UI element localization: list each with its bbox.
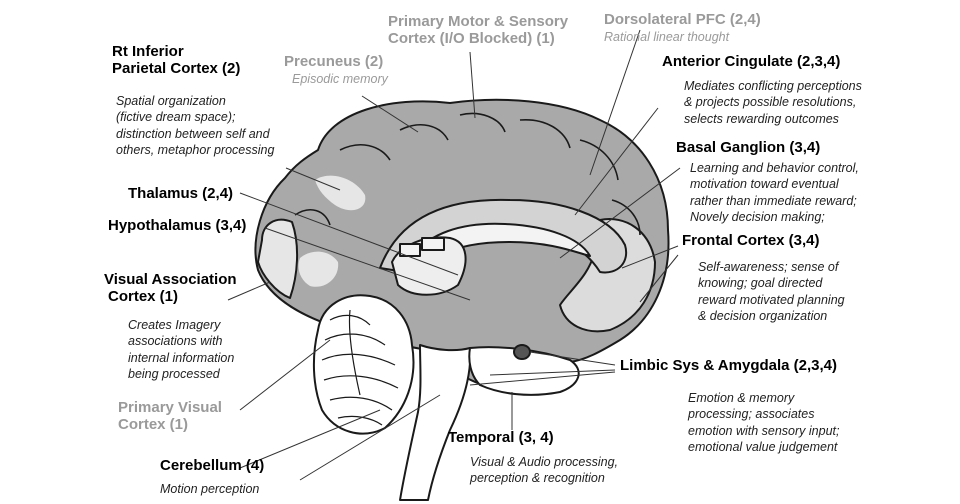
frontal-cortex-label: Frontal Cortex (3,4): [682, 232, 820, 249]
leader-frontal-2: [639, 254, 679, 303]
ventricle-box-2: [421, 237, 445, 251]
limbic-amygdala-label: Limbic Sys & Amygdala (2,3,4): [620, 357, 838, 374]
visual-association-region: [257, 218, 299, 299]
cerebellum-folia: [321, 309, 399, 426]
leader-limbic-3: [469, 371, 616, 386]
leader-visual-assoc: [227, 281, 271, 301]
corpus-callosum: [409, 222, 591, 269]
leader-precuneus: [361, 95, 419, 133]
leader-frontal: [621, 245, 679, 269]
temporal-desc: Visual & Audio processing,perception & r…: [470, 455, 619, 486]
gyri-lines: [294, 112, 641, 321]
basal-ganglion-desc: Learning and behavior control,motivation…: [690, 161, 859, 224]
frontal-lobe: [559, 218, 656, 333]
leader-cerebellum-2: [299, 394, 441, 481]
precuneus-label: Precuneus (2) Episodic memory: [284, 53, 388, 86]
thalamus-label: Thalamus (2,4): [128, 185, 234, 202]
parietal-cortex-desc: Spatial organization(fictive dream space…: [116, 94, 275, 157]
leader-cingulate: [574, 107, 659, 216]
leader-hypothalamus: [264, 227, 471, 301]
parietal-region: [298, 251, 339, 287]
leader-basal: [559, 167, 681, 259]
cerebellum-label: Cerebellum (4) Motion perception: [160, 457, 265, 496]
basal-ganglion-label: Basal Ganglion (3,4): [676, 139, 821, 156]
ventricle-box-1: [399, 243, 421, 257]
anterior-cingulate-label: Anterior Cingulate (2,3,4): [662, 53, 841, 70]
leader-limbic-2: [489, 369, 616, 376]
leader-limbic: [529, 351, 616, 366]
dlpfc-label: Dorsolateral PFC (2,4) Rational linear t…: [604, 11, 761, 44]
temporal-label: Temporal (3, 4): [448, 429, 554, 446]
leader-cerebellum: [239, 409, 381, 469]
leader-dlpfc: [589, 29, 641, 176]
leader-thalamus: [239, 192, 459, 276]
leader-primary-visual: [239, 339, 331, 411]
amygdala: [513, 344, 531, 360]
leader-motor: [469, 51, 476, 119]
anterior-cingulate-desc: Mediates conflicting perceptions& projec…: [684, 79, 862, 126]
hypothalamus-label: Hypothalamus (3,4): [108, 217, 247, 234]
cerebellum: [312, 294, 415, 435]
precuneus-region: [315, 175, 366, 211]
leader-parietal: [285, 167, 341, 191]
